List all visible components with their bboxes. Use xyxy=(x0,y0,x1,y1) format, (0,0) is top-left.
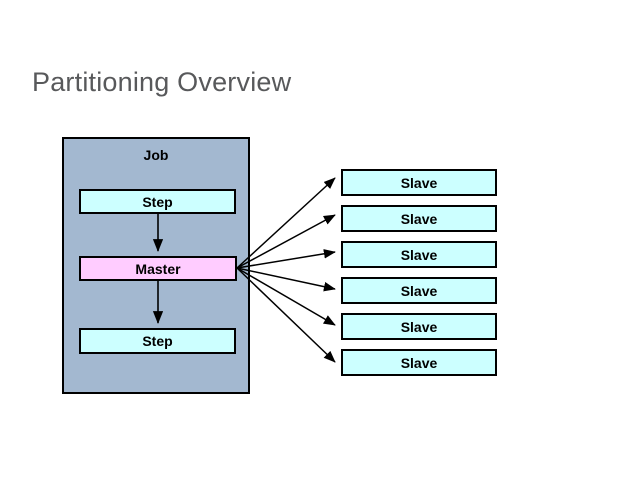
node-slave-0-label: Slave xyxy=(400,174,438,191)
fanout-connector-slave-2 xyxy=(236,249,336,269)
node-step-top[interactable]: Step xyxy=(79,189,236,214)
node-master-label: Master xyxy=(135,260,181,277)
page-title: Partitioning Overview xyxy=(32,67,292,97)
node-slave-1-label: Slave xyxy=(400,210,438,227)
node-slave-4[interactable]: Slave xyxy=(341,313,497,340)
fanout-connector-slave-0 xyxy=(236,177,336,269)
node-slave-5[interactable]: Slave xyxy=(341,349,497,376)
job-label: Job xyxy=(143,147,169,163)
node-slave-4-label: Slave xyxy=(400,318,438,335)
node-slave-0[interactable]: Slave xyxy=(341,169,497,196)
node-step-bottom[interactable]: Step xyxy=(79,328,236,354)
node-slave-3[interactable]: Slave xyxy=(341,277,497,304)
node-slave-2[interactable]: Slave xyxy=(341,241,497,268)
fanout-connector-slave-1 xyxy=(236,214,336,269)
fanout-connector-slave-4 xyxy=(236,267,336,326)
node-step-top-label: Step xyxy=(142,193,173,210)
fanout-connector-slave-3 xyxy=(236,267,336,292)
node-slave-1[interactable]: Slave xyxy=(341,205,497,232)
node-slave-5-label: Slave xyxy=(400,354,438,371)
fanout-connector-slave-5 xyxy=(236,267,336,363)
node-master[interactable]: Master xyxy=(79,256,237,281)
node-slave-2-label: Slave xyxy=(400,246,438,263)
node-slave-3-label: Slave xyxy=(400,282,438,299)
node-step-bottom-label: Step xyxy=(142,333,173,349)
